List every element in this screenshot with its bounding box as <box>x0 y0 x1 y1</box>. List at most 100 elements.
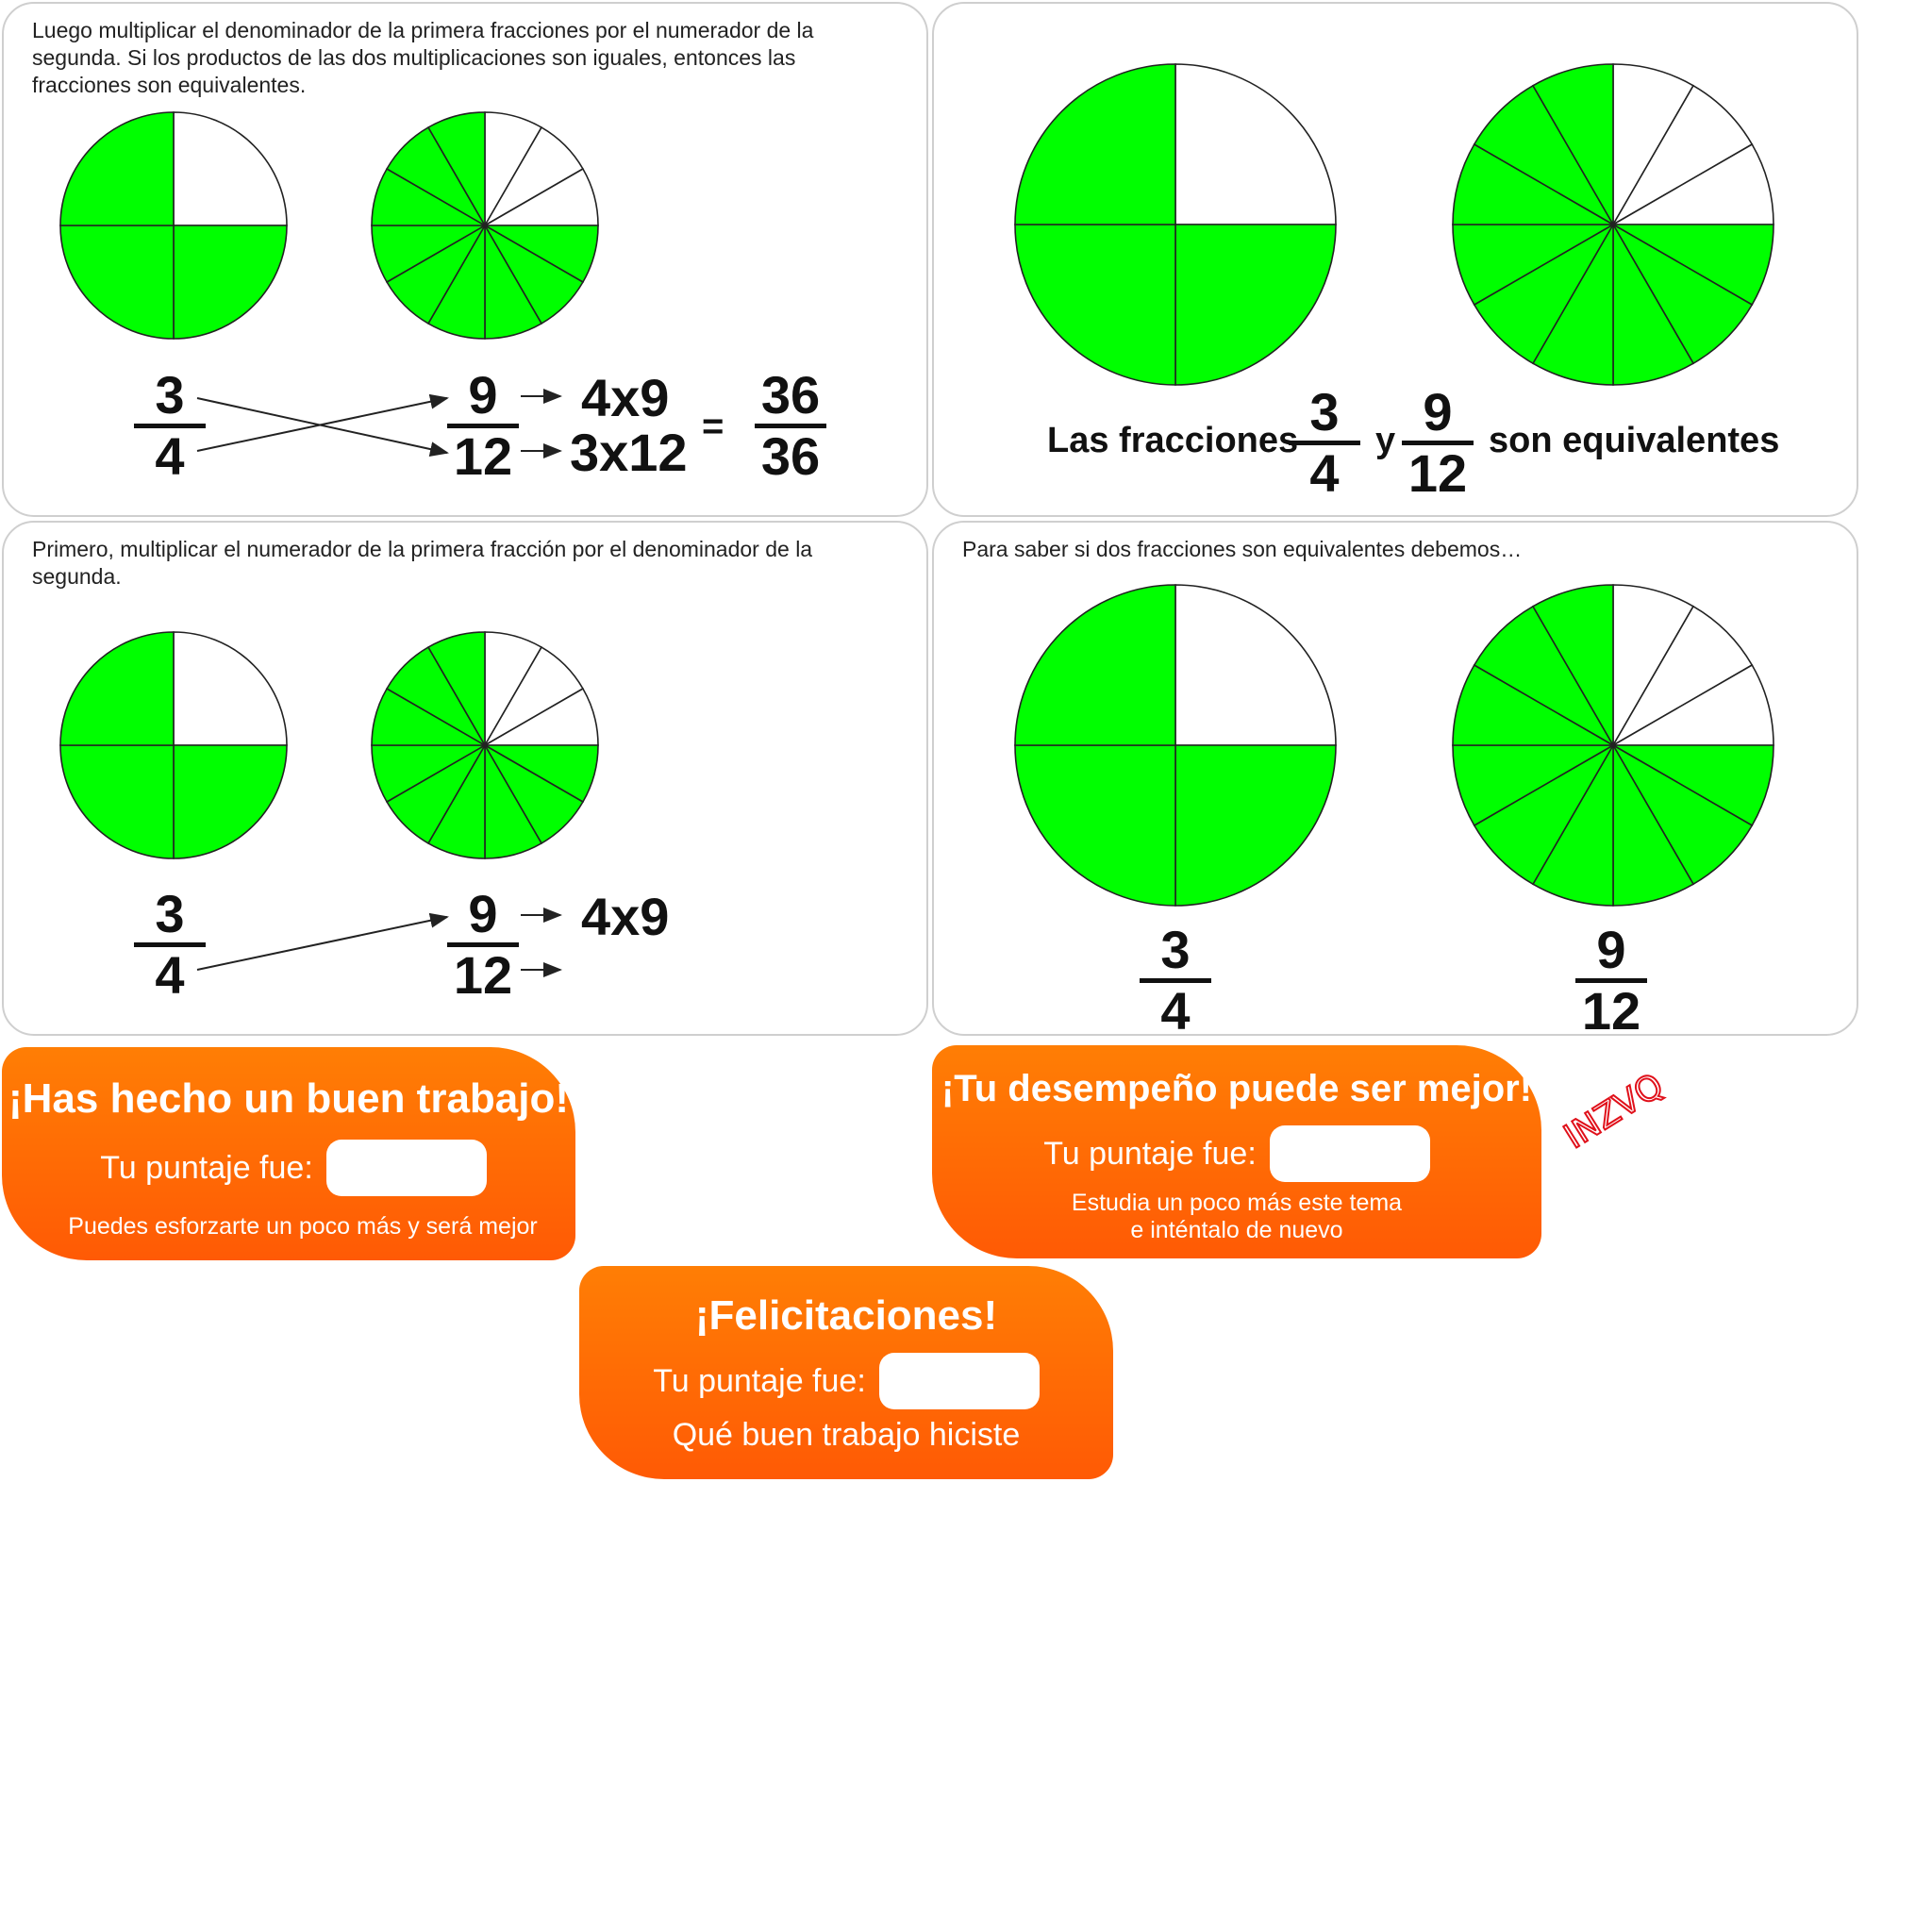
pie-chart-twelfths <box>371 111 599 340</box>
pie-chart-twelfths <box>371 631 599 859</box>
pie-slice <box>1452 142 1616 225</box>
denominator: 12 <box>453 945 513 1005</box>
numerator: 3 <box>1160 920 1191 979</box>
fraction-nine-twelfths: 9 12 <box>1575 923 1647 1039</box>
slide-panel-conclusion: Las fracciones 3 4 y 9 12 son equivalent… <box>932 2 1858 517</box>
denominator: 4 <box>155 945 185 1005</box>
badge-title: ¡Has hecho un buen trabajo! <box>8 1075 570 1122</box>
pie-slice <box>1531 584 1614 748</box>
handwritten-scribble: INZVQ <box>1557 1065 1671 1151</box>
pie-group <box>59 631 599 859</box>
denominator: 12 <box>1581 981 1641 1041</box>
pie-slice <box>1612 222 1695 386</box>
pie-slice <box>1610 605 1754 748</box>
fraction-bar <box>134 942 206 947</box>
pie-slice <box>1014 224 1176 386</box>
pie-group <box>1014 63 1774 386</box>
pie-slice <box>1612 742 1695 907</box>
denominator: 36 <box>760 426 821 486</box>
feedback-badge-good-job: ¡Has hecho un buen trabajo! Tu puntaje f… <box>2 1047 575 1260</box>
badge-message-line2: e inténtalo de nuevo <box>1130 1217 1343 1243</box>
numerator: 9 <box>1423 382 1453 441</box>
fraction-bar <box>447 942 519 947</box>
pie-slice <box>173 631 288 746</box>
pie-slice <box>1473 84 1616 227</box>
product-bottom: 3x12 <box>570 423 688 482</box>
numerator: 36 <box>760 365 821 425</box>
badge-message-line1: Estudia un poco más este tema <box>1071 1190 1403 1216</box>
fraction-bar <box>1140 978 1211 983</box>
feedback-badge-improve: ¡Tu desempeño puede ser mejor! Tu puntaj… <box>932 1045 1541 1258</box>
denominator: 12 <box>1407 443 1468 503</box>
fraction-bar <box>447 424 519 428</box>
pie-slice <box>1531 742 1614 907</box>
pie-slice <box>1610 84 1754 227</box>
product-top: 4x9 <box>581 368 670 427</box>
fraction-result: 36 36 <box>755 368 826 484</box>
pie-chart-twelfths <box>1452 63 1774 386</box>
pie-slice <box>1610 142 1774 225</box>
sentence-start: Las fracciones <box>1047 421 1299 460</box>
pie-slice <box>59 631 175 746</box>
badge-title: ¡Felicitaciones! <box>694 1292 998 1339</box>
pie-slice <box>59 111 175 226</box>
sentence-end: son equivalentes <box>1489 421 1780 460</box>
pie-group <box>1014 584 1774 907</box>
fraction-bar <box>1575 978 1647 983</box>
badge-message: Puedes esforzarte un poco más y será mej… <box>68 1213 538 1240</box>
instruction-text: Primero, multiplicar el numerador de la … <box>32 537 813 589</box>
pie-slice <box>1610 224 1774 307</box>
pie-slice <box>1531 222 1614 386</box>
denominator: 4 <box>1309 443 1340 503</box>
fraction-bar <box>134 424 206 428</box>
numerator: 3 <box>155 365 185 425</box>
score-field[interactable] <box>878 1353 1040 1409</box>
instruction-text: Luego multiplicar el denominador de la p… <box>32 18 814 97</box>
pie-chart-quarters <box>59 111 288 340</box>
pie-slice <box>1452 663 1616 746</box>
pie-slice <box>1610 663 1774 746</box>
pie-chart-twelfths <box>1452 584 1774 907</box>
pie-slice <box>1473 605 1616 748</box>
score-label: Tu puntaje fue: <box>653 1362 866 1399</box>
pie-slice <box>1531 63 1614 227</box>
fraction-three-quarters: 3 4 <box>1289 385 1360 501</box>
pie-slice <box>1612 63 1695 227</box>
fraction-nine-twelfths: 9 12 <box>1402 385 1474 501</box>
slide-panel-intro: Para saber si dos fracciones son equival… <box>932 521 1858 1039</box>
denominator: 12 <box>453 426 513 486</box>
score-field[interactable] <box>325 1140 487 1196</box>
pie-slice <box>173 111 288 226</box>
pie-slice <box>1610 742 1754 886</box>
pie-slice <box>1610 744 1774 827</box>
numerator: 9 <box>468 884 498 943</box>
pie-slice <box>173 225 288 340</box>
badge-title: ¡Tu desempeño puede ser mejor! <box>941 1068 1533 1109</box>
pie-slice <box>1452 224 1616 307</box>
pie-slice <box>1473 222 1616 365</box>
pie-slice <box>426 631 486 748</box>
pie-slice <box>1174 744 1337 907</box>
fraction-three-quarters: 3 4 <box>134 887 206 1003</box>
conjunction-text: y <box>1375 421 1396 460</box>
numerator: 3 <box>155 884 185 943</box>
denominator: 4 <box>1160 981 1191 1041</box>
fraction-three-quarters: 3 4 <box>1140 923 1211 1039</box>
pie-slice <box>1612 584 1695 748</box>
pie-slice <box>1014 744 1176 907</box>
pie-group <box>59 111 599 340</box>
scribble-text: INZVQ <box>1557 1066 1670 1151</box>
numerator: 9 <box>468 365 498 425</box>
pie-slice <box>1452 744 1616 827</box>
pie-slice <box>1473 742 1616 886</box>
denominator: 4 <box>155 426 185 486</box>
pie-slice <box>1014 584 1176 746</box>
pie-slice <box>1174 63 1337 225</box>
pie-chart-quarters <box>1014 584 1337 907</box>
badge-message: Qué buen trabajo hiciste <box>672 1417 1021 1453</box>
score-field[interactable] <box>1269 1125 1430 1182</box>
pie-slice <box>59 225 175 340</box>
pie-chart-quarters <box>1014 63 1337 386</box>
score-label: Tu puntaje fue: <box>1043 1135 1257 1172</box>
feedback-badge-congrats: ¡Felicitaciones! Tu puntaje fue: Qué bue… <box>579 1266 1113 1479</box>
